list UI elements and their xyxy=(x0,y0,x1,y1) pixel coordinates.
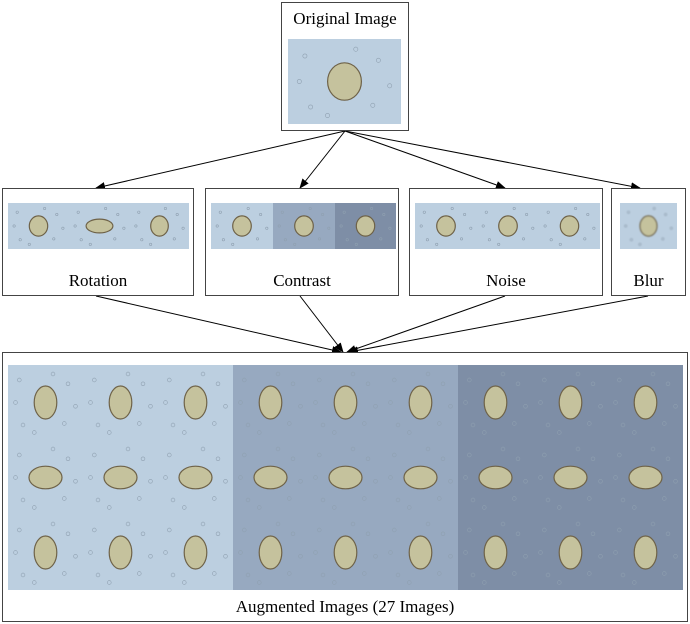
augmented-image xyxy=(83,365,158,440)
augmented-image xyxy=(383,365,458,440)
noise-label: Noise xyxy=(486,271,526,290)
augmented-images-title: Augmented Images (27 Images) xyxy=(235,597,455,616)
augmented-image xyxy=(458,440,533,515)
contrast-image xyxy=(335,203,396,249)
augmented-image xyxy=(533,440,608,515)
arrow-original-to-noise xyxy=(344,130,506,189)
augmented-image xyxy=(383,515,458,590)
augmented-image xyxy=(608,365,683,440)
augmented-image xyxy=(158,440,233,515)
augmented-image xyxy=(83,440,158,515)
arrow-original-to-contrast xyxy=(299,130,346,189)
augmented-image xyxy=(308,440,383,515)
augmented-image xyxy=(308,365,383,440)
rotation-label: Rotation xyxy=(68,271,128,290)
augmented-images-box: Augmented Images (27 Images) xyxy=(2,352,688,622)
arrow-contrast-to-augmented xyxy=(299,295,344,353)
augmented-image xyxy=(8,365,83,440)
contrast-image xyxy=(211,203,273,249)
augmented-image xyxy=(608,440,683,515)
augmented-image xyxy=(308,515,383,590)
augmented-image xyxy=(8,515,83,590)
augmented-image xyxy=(533,515,608,590)
augmented-image xyxy=(233,515,308,590)
rotation-image xyxy=(130,203,189,249)
augmented-image xyxy=(383,440,458,515)
augmented-image xyxy=(533,365,608,440)
noise-image xyxy=(539,203,600,249)
blur-image xyxy=(620,203,677,249)
original-image xyxy=(288,39,401,124)
contrast-box: Contrast xyxy=(205,188,399,296)
augmented-image xyxy=(608,515,683,590)
augmented-image xyxy=(233,440,308,515)
augmented-image xyxy=(458,365,533,440)
blur-box: Blur xyxy=(611,188,686,296)
contrast-image xyxy=(273,203,335,249)
noise-image xyxy=(415,203,477,249)
augmented-image xyxy=(158,365,233,440)
contrast-label: Contrast xyxy=(273,271,331,290)
rotation-image xyxy=(8,203,69,249)
blur-label: Blur xyxy=(633,271,664,290)
arrow-noise-to-augmented xyxy=(346,295,506,353)
arrow-rotation-to-augmented xyxy=(95,295,342,354)
arrow-original-to-rotation xyxy=(95,130,346,190)
noise-image xyxy=(477,203,539,249)
augmented-image xyxy=(458,515,533,590)
augmented-image xyxy=(158,515,233,590)
augmented-image xyxy=(83,515,158,590)
arrow-blur-to-augmented xyxy=(348,295,649,355)
arrow-original-to-blur xyxy=(344,130,641,191)
noise-box: Noise xyxy=(409,188,603,296)
original-image-title: Original Image xyxy=(293,9,397,28)
original-image-box: Original Image xyxy=(281,2,409,131)
augmented-image xyxy=(8,440,83,515)
augmented-image xyxy=(233,365,308,440)
rotation-box: Rotation xyxy=(2,188,194,296)
rotation-image xyxy=(69,203,130,249)
